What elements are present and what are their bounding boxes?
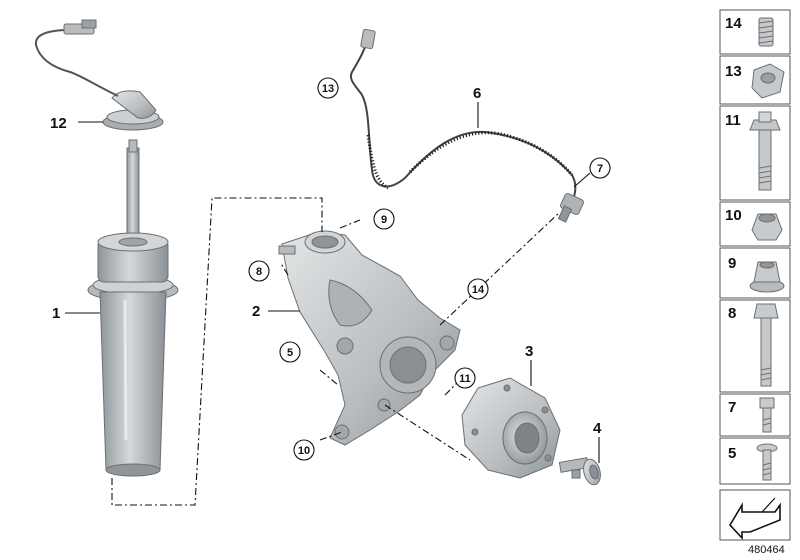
- legend-cell-10[interactable]: 10: [719, 201, 791, 247]
- svg-text:3: 3: [525, 343, 533, 360]
- strut-top-mount[interactable]: [102, 90, 164, 131]
- callout-label-4: 4: [593, 420, 602, 437]
- svg-text:5: 5: [287, 347, 293, 359]
- callout-circle-5: 5: [279, 341, 301, 363]
- svg-text:9: 9: [381, 214, 387, 226]
- callout-label-6: 6: [473, 85, 481, 102]
- svg-text:1: 1: [52, 305, 60, 322]
- svg-text:4: 4: [593, 420, 602, 437]
- cable-clip-icon: [751, 63, 785, 99]
- shock-absorber[interactable]: [87, 139, 179, 477]
- callout-label-12: 12: [50, 115, 67, 132]
- svg-text:14: 14: [472, 284, 485, 296]
- svg-text:14: 14: [725, 15, 742, 32]
- assembly-lines: [111, 197, 561, 506]
- callout-label-3: 3: [525, 343, 533, 360]
- svg-text:6: 6: [473, 85, 481, 102]
- parts-legend: 14 13 11: [719, 9, 791, 541]
- legend-cell-11[interactable]: 11: [719, 105, 791, 201]
- svg-text:13: 13: [725, 63, 742, 80]
- legend-cell-14[interactable]: 14: [719, 9, 791, 55]
- svg-text:11: 11: [459, 373, 471, 385]
- callout-circle-9: 9: [373, 208, 395, 230]
- svg-text:8: 8: [256, 266, 262, 278]
- svg-text:13: 13: [322, 83, 334, 95]
- legend-cell-8[interactable]: 8: [719, 299, 791, 393]
- legend-cell-5[interactable]: 5: [719, 437, 791, 485]
- torx-screw-icon: [756, 443, 778, 481]
- svg-text:2: 2: [252, 303, 260, 320]
- callout-circle-13: 13: [317, 77, 339, 99]
- svg-text:7: 7: [728, 399, 736, 416]
- direction-arrow-icon: [729, 497, 781, 541]
- svg-text:7: 7: [597, 163, 603, 175]
- svg-text:5: 5: [728, 445, 736, 462]
- svg-text:9: 9: [728, 255, 736, 272]
- legend-cell-7[interactable]: 7: [719, 393, 791, 437]
- reference-number: 480464: [748, 544, 785, 556]
- flange-nut-icon: [749, 261, 785, 293]
- sensor-wire[interactable]: [34, 19, 119, 97]
- spring-insert-icon: [758, 17, 774, 47]
- callout-label-2: 2: [252, 303, 260, 320]
- svg-text:11: 11: [725, 112, 741, 129]
- direction-arrow-cell: [719, 489, 791, 541]
- callout-circle-14: 14: [467, 278, 489, 300]
- callout-circle-7: 7: [589, 157, 611, 179]
- wheel-carrier[interactable]: [278, 230, 461, 446]
- socket-screw-icon: [759, 397, 775, 433]
- callout-circle-8: 8: [248, 260, 270, 282]
- svg-text:8: 8: [728, 305, 736, 322]
- flange-bolt-icon: [749, 111, 781, 191]
- collar-screw[interactable]: [558, 457, 603, 486]
- callout-leaders: [65, 102, 600, 463]
- callout-label-1: 1: [52, 305, 60, 322]
- svg-text:10: 10: [298, 445, 310, 457]
- svg-text:10: 10: [725, 207, 742, 224]
- svg-text:12: 12: [50, 115, 67, 132]
- legend-cell-9[interactable]: 9: [719, 247, 791, 299]
- legend-cell-13[interactable]: 13: [719, 55, 791, 105]
- wheel-speed-sensor[interactable]: [350, 28, 585, 223]
- wheel-hub[interactable]: [461, 377, 561, 479]
- callout-circle-11: 11: [454, 367, 476, 389]
- long-hex-bolt-icon: [753, 303, 779, 387]
- callout-circle-10: 10: [293, 439, 315, 461]
- hex-nut-icon: [751, 213, 783, 241]
